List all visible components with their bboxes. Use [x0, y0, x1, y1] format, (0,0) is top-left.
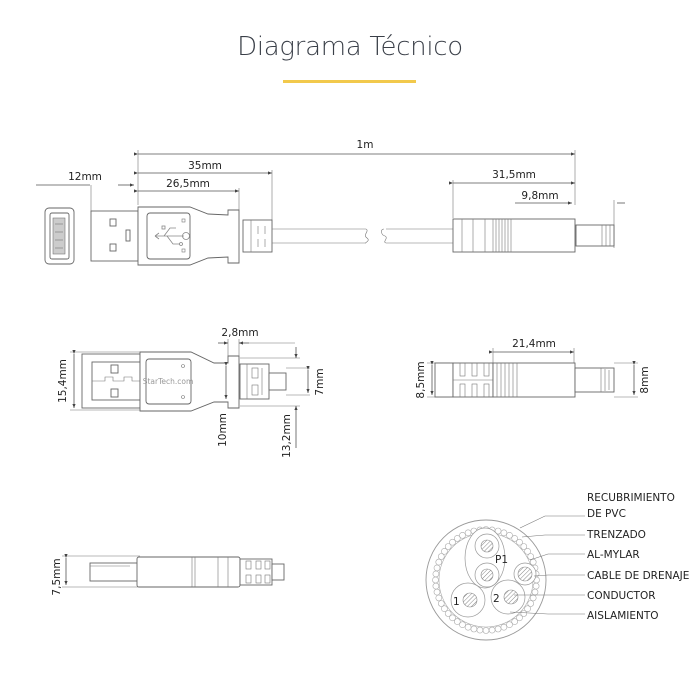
top-view: 1m 35mm 26,5mm 12mm	[36, 139, 625, 266]
dim-flange-width: 2,8mm	[221, 327, 258, 339]
label-drain-wire: CABLE DE DRENAJE	[587, 570, 689, 582]
title-underline	[283, 80, 416, 83]
label-pvc-jacket-1: RECUBRIMIENTO	[587, 492, 675, 504]
label-al-mylar: AL-MYLAR	[587, 549, 640, 561]
dim-dc-body-length: 21,4mm	[512, 338, 556, 350]
cable-cross-section: P1 1 2 RECUBRIMIENTO DE PVC TRENZADO AL-…	[425, 492, 689, 641]
dim-dc-overall: 31,5mm	[492, 169, 536, 181]
side-view: 15,4mm StarTech.com 2,8mm 10mm	[57, 327, 651, 458]
label-pvc-jacket-2: DE PVC	[587, 508, 626, 520]
dim-boot-height: 13,2mm	[281, 414, 293, 458]
brand-logo: StarTech.com	[143, 377, 194, 386]
profile-view: 7,5mm	[51, 554, 285, 596]
dim-dc-tip-height: 8mm	[639, 366, 651, 393]
pair-label: P1	[495, 554, 508, 566]
dim-flange-height: 10mm	[217, 413, 229, 447]
wire-2-label: 2	[493, 593, 500, 605]
dim-dc-height: 8,5mm	[415, 361, 427, 398]
label-braid: TRENZADO	[586, 529, 646, 541]
dim-dc-tip: 9,8mm	[521, 190, 558, 202]
label-conductor: CONDUCTOR	[587, 590, 656, 602]
dim-usb-height: 15,4mm	[57, 359, 69, 403]
dim-usb-plug: 12mm	[68, 171, 102, 183]
wire-1-label: 1	[453, 596, 460, 608]
dim-usb-overall: 35mm	[188, 160, 222, 172]
dim-usb-body: 26,5mm	[166, 178, 210, 190]
dim-cable-height: 7mm	[314, 368, 326, 395]
label-insulation: AISLAMIENTO	[587, 610, 659, 622]
dim-total-length: 1m	[357, 139, 374, 151]
dim-usb-thickness: 7,5mm	[51, 558, 63, 595]
usb-trident-icon	[154, 225, 190, 246]
page-title: Diagrama Técnico	[237, 32, 463, 62]
